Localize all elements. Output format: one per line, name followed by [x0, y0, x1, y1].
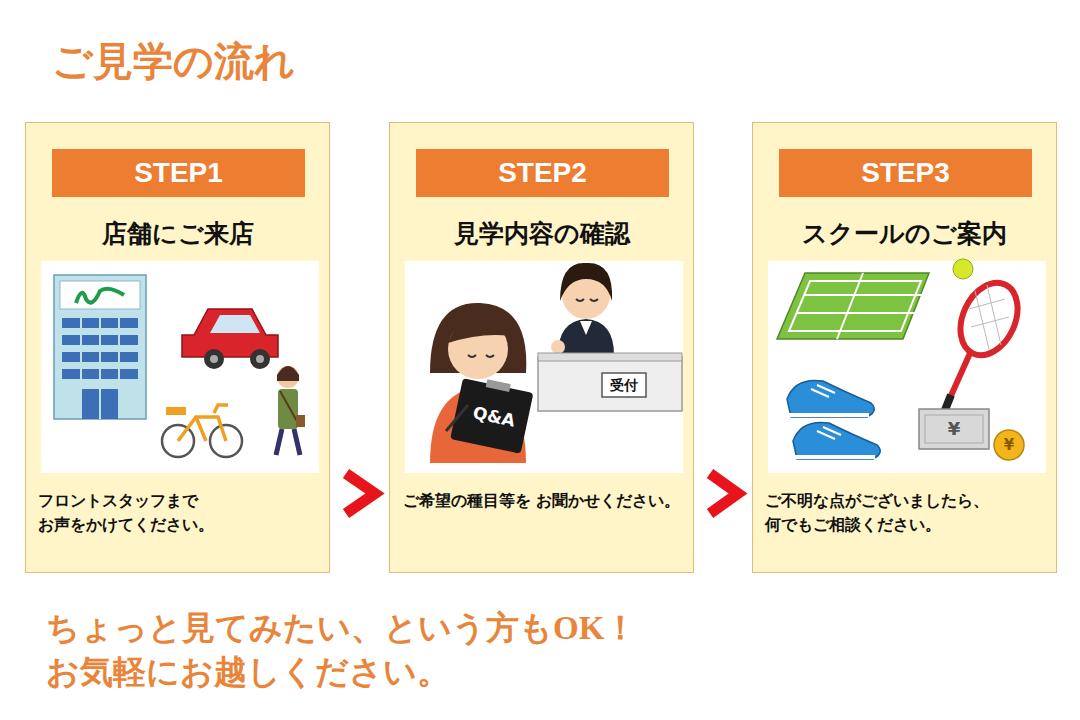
step-chevron — [346, 474, 375, 514]
step-band: STEP2 — [416, 149, 669, 197]
coin-symbol: ¥ — [1004, 438, 1014, 453]
reception-sign: 受付 — [610, 378, 638, 392]
step-card: 見学内容の確認ご希望の種目等を お聞かせください。STEP2Q&A受付 — [389, 122, 694, 573]
step-card: 店舗にご来店フロントスタッフまで お声をかけてください。 STEP1 — [25, 122, 330, 573]
step-chevron — [710, 474, 738, 514]
step-card: スクールのご案内ご不明な点がございましたら、 何でもご相談ください。 STEP3 ¥… — [752, 122, 1057, 573]
step-number: STEP2 — [498, 157, 587, 189]
step-number: STEP1 — [134, 157, 223, 189]
step-description: フロントスタッフまで お声をかけてください。 — [26, 489, 329, 537]
page-title: ご見学の流れ — [52, 34, 295, 89]
step-heading: スクールのご案内 — [753, 213, 1056, 253]
step-band: STEP1 — [52, 149, 305, 197]
page-caption: ちょっと見てみたい、という方もOK！ お気軽にお越しください。 — [46, 606, 726, 694]
step-band: STEP3 — [779, 149, 1032, 197]
bill-symbol: ¥ — [948, 420, 961, 438]
step-number: STEP3 — [861, 157, 950, 189]
step-heading: 店舗にご来店 — [26, 213, 329, 253]
step-description: ご不明な点がございましたら、 何でもご相談ください。 — [753, 489, 1056, 537]
step-description: ご希望の種目等を お聞かせください。 — [391, 489, 693, 513]
step-heading: 見学内容の確認 — [390, 213, 693, 253]
